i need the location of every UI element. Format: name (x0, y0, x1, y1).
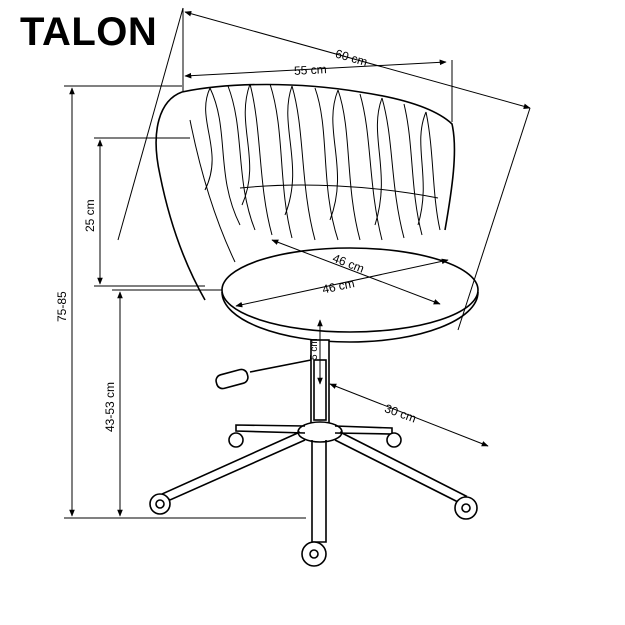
label-overall-width: 60 cm (334, 47, 369, 69)
label-seat-width: 46 cm (321, 276, 356, 296)
casters (149, 432, 478, 567)
label-backrest-height: 25 cm (83, 199, 97, 232)
dim-line-base-radius (329, 383, 489, 447)
backrest-inner-edge (189, 119, 236, 263)
label-back-width: 55 cm (294, 62, 327, 78)
dim-line-seat-width (235, 258, 449, 308)
label-base-radius: 30 cm (383, 401, 419, 425)
dim-line-back-width (184, 59, 447, 79)
woven-bands (204, 83, 441, 241)
dimension-lines (64, 7, 531, 519)
chair-outline (149, 83, 479, 567)
lever-knob (215, 368, 249, 390)
label-seat-thickness: 5 cm (309, 338, 320, 360)
dimension-labels: 60 cm 55 cm 46 cm 46 cm 25 cm 75-85 43-5… (55, 47, 418, 432)
label-seat-height: 43-53 cm (103, 382, 117, 432)
star-base (160, 424, 468, 543)
label-total-height: 75-85 (55, 291, 69, 322)
base-hub (297, 421, 343, 443)
product-title: TALON (20, 10, 158, 54)
height-lever (249, 359, 312, 373)
